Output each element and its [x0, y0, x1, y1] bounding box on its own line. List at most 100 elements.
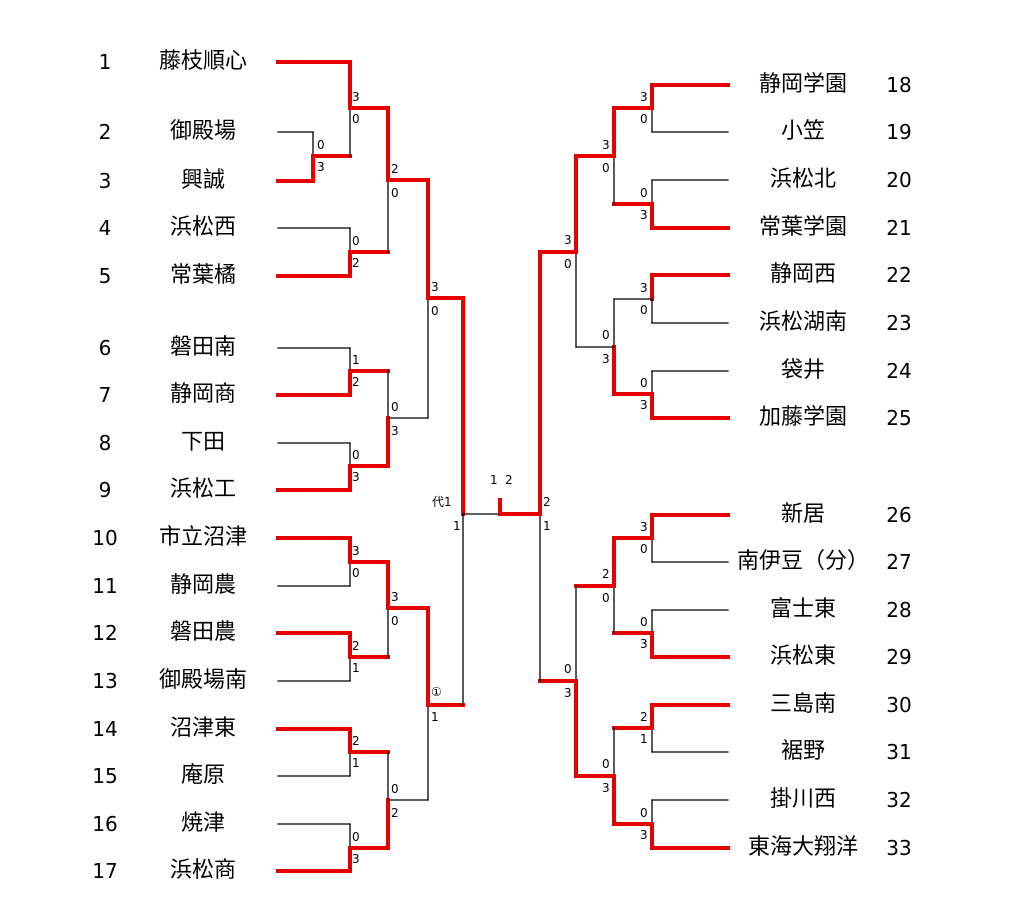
team-name: 小笠 [780, 119, 826, 144]
score-label: 0 [640, 806, 648, 820]
score-label: 0 [352, 566, 360, 580]
team-seed: 17 [92, 859, 118, 883]
score-label: 0 [391, 614, 399, 628]
score-label: 0 [640, 303, 648, 317]
team-name: 浜松商 [169, 858, 237, 883]
score-label: 0 [564, 662, 572, 676]
score-label: 3 [640, 520, 648, 534]
score-label: 1 [453, 519, 461, 533]
score-label: 0 [640, 615, 648, 629]
team-seed: 1 [98, 50, 112, 74]
team-seed: 30 [886, 693, 912, 717]
score-label: 3 [352, 544, 360, 558]
team-name: 三島南 [769, 692, 837, 717]
score-label: 0 [352, 234, 360, 248]
score-label: 0 [391, 400, 399, 414]
team-name: 常葉橘 [169, 263, 237, 288]
team-seed: 31 [886, 740, 912, 764]
team-name: 裾野 [780, 739, 826, 764]
team-seed: 12 [92, 621, 118, 645]
score-label: 1 [352, 661, 360, 675]
team-name: 興誠 [180, 168, 226, 193]
score-label: 1 [640, 732, 648, 746]
score-label: 0 [602, 757, 610, 771]
score-label: 2 [391, 806, 399, 820]
score-label: ① [431, 685, 442, 699]
team-seed: 21 [886, 216, 912, 240]
score-label: 3 [640, 398, 648, 412]
score-label: 2 [352, 639, 360, 653]
team-seed: 22 [886, 263, 912, 287]
team-name: 新居 [780, 502, 826, 527]
team-seed: 33 [886, 836, 912, 860]
score-label: 3 [640, 637, 648, 651]
team-seed: 29 [886, 645, 912, 669]
score-label: 1 [543, 519, 551, 533]
score-label: 2 [352, 256, 360, 270]
score-label: 0 [352, 448, 360, 462]
team-name: 富士東 [769, 597, 837, 622]
score-label: 1 [352, 353, 360, 367]
team-name: 御殿場南 [158, 668, 248, 693]
score-label: 2 [391, 162, 399, 176]
score-label: 1 [352, 756, 360, 770]
team-seed: 5 [98, 264, 112, 288]
team-seed: 28 [886, 598, 912, 622]
score-label: 3 [431, 280, 439, 294]
team-seed: 3 [98, 169, 112, 193]
score-label: 0 [640, 112, 648, 126]
team-name: 静岡農 [169, 573, 237, 598]
team-name: 市立沼津 [158, 525, 248, 550]
team-seed: 23 [886, 311, 912, 335]
score-label: 2 [543, 495, 551, 509]
score-label: 2 [352, 734, 360, 748]
score-label: 2 [640, 710, 648, 724]
team-name: 浜松湖南 [758, 310, 848, 335]
team-seed: 19 [886, 120, 912, 144]
team-seed: 24 [886, 359, 912, 383]
score-label: 0 [391, 782, 399, 796]
score-label: 2 [602, 567, 610, 581]
score-label: 0 [640, 376, 648, 390]
team-name: 掛川西 [769, 787, 837, 812]
score-label: 0 [564, 257, 572, 271]
score-label: 0 [602, 161, 610, 175]
score-label: 0 [352, 112, 360, 126]
team-name: 東海大翔洋 [747, 835, 859, 860]
team-seed: 25 [886, 406, 912, 430]
score-label: 1 [490, 473, 498, 487]
team-name: 静岡学園 [758, 72, 848, 97]
score-label: 0 [640, 542, 648, 556]
team-seed: 11 [92, 574, 118, 598]
team-name: 静岡西 [769, 262, 837, 287]
team-name: 浜松東 [769, 644, 837, 669]
score-label: 3 [352, 470, 360, 484]
team-seed: 26 [886, 503, 912, 527]
team-seed: 15 [92, 764, 118, 788]
score-label: 代1 [432, 495, 452, 509]
team-seed: 2 [98, 120, 112, 144]
score-label: 3 [352, 90, 360, 104]
team-name: 浜松北 [769, 167, 837, 192]
team-seed: 4 [98, 216, 112, 240]
score-label: 0 [391, 186, 399, 200]
score-label: 0 [431, 304, 439, 318]
score-label: 3 [640, 208, 648, 222]
team-name: 下田 [180, 430, 226, 455]
team-name: 静岡商 [169, 382, 237, 407]
score-label: 3 [602, 781, 610, 795]
team-name: 袋井 [780, 358, 826, 383]
score-label: 3 [602, 352, 610, 366]
score-label: 3 [640, 828, 648, 842]
score-label: 3 [317, 160, 325, 174]
score-label: 3 [391, 590, 399, 604]
team-name: 磐田南 [169, 335, 237, 360]
score-label: 3 [602, 138, 610, 152]
score-label: 3 [564, 233, 572, 247]
team-name: 磐田農 [169, 620, 237, 645]
team-seed: 8 [98, 431, 112, 455]
team-name: 焼津 [180, 811, 226, 836]
team-name: 沼津東 [169, 716, 237, 741]
team-name: 南伊豆（分） [736, 549, 870, 574]
team-seed: 10 [92, 526, 118, 550]
